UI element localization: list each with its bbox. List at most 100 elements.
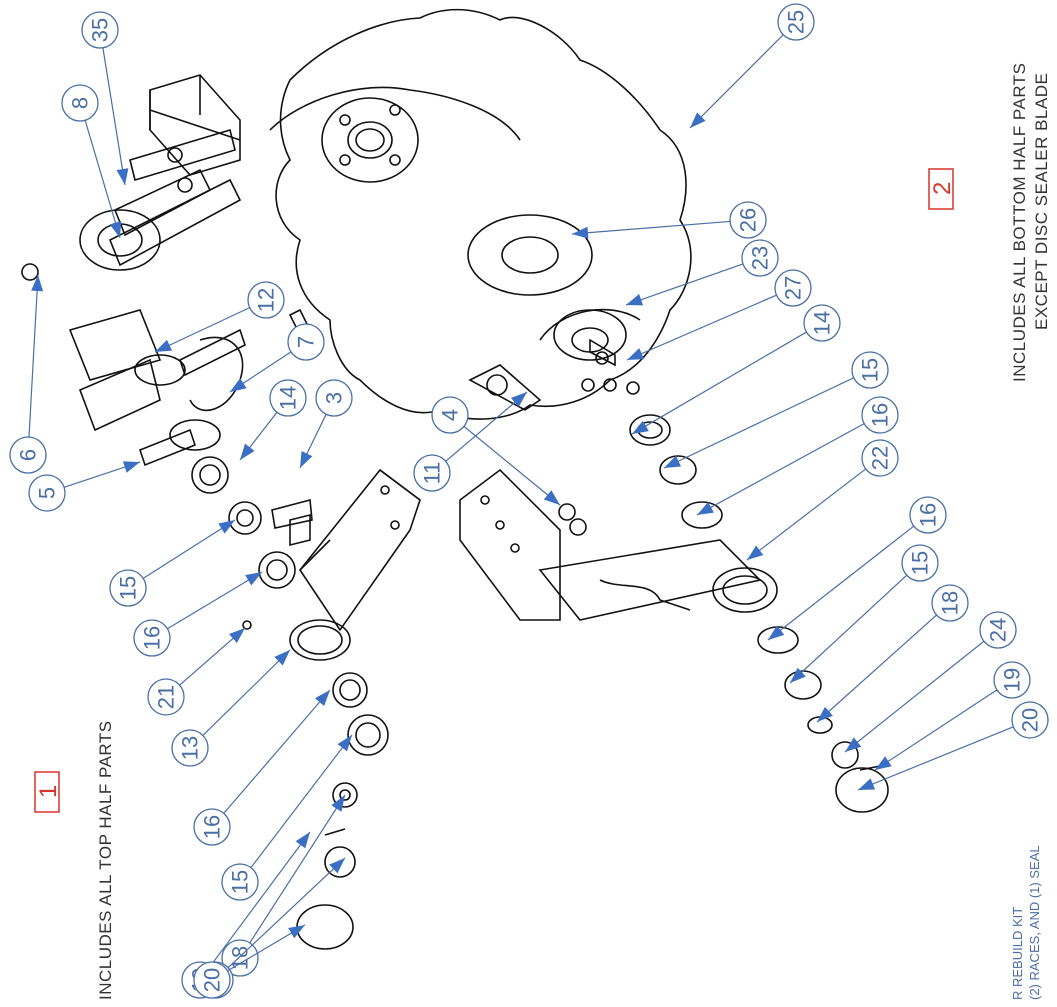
callout-number: 16 bbox=[916, 503, 941, 527]
callout-arrowhead bbox=[664, 455, 682, 468]
callout-arrowhead bbox=[288, 925, 305, 939]
callout-number: 15 bbox=[116, 576, 141, 600]
rebuild-kit-line2: (2) RACES, AND (1) SEAL bbox=[1027, 845, 1042, 1000]
callout-number: 15 bbox=[228, 870, 253, 894]
top-arm-assembly bbox=[21, 74, 246, 494]
callout-number: 20 bbox=[200, 968, 225, 992]
callout-balloon bbox=[413, 454, 451, 492]
callout-arrowhead bbox=[109, 220, 122, 238]
callout-arrowhead bbox=[329, 858, 345, 874]
callout-balloon bbox=[979, 611, 1017, 649]
callout-26: 26 bbox=[571, 201, 767, 239]
callout-number: 15 bbox=[908, 551, 933, 575]
callout-arrowhead bbox=[218, 520, 235, 534]
callout-16: 16 bbox=[767, 496, 947, 641]
callout-number: 25 bbox=[784, 10, 809, 34]
callout-balloon bbox=[861, 396, 899, 434]
callout-balloon bbox=[193, 961, 231, 999]
callout-number: 16 bbox=[868, 403, 893, 427]
callout-balloon bbox=[221, 863, 259, 901]
callout-leader-line bbox=[227, 857, 346, 969]
callout-leader-line bbox=[626, 294, 777, 361]
callout-balloon bbox=[1011, 701, 1049, 739]
callout-balloon bbox=[729, 201, 767, 239]
callout-leader-line bbox=[631, 331, 807, 435]
callout-leader-line bbox=[28, 274, 39, 438]
callout-arrowhead bbox=[572, 226, 589, 239]
callout-6: 6 bbox=[9, 274, 47, 474]
callout-balloon bbox=[61, 84, 99, 122]
callout-number: 14 bbox=[276, 386, 301, 410]
callout-arrowhead bbox=[875, 756, 892, 770]
callout-arrowhead bbox=[690, 112, 706, 128]
callout-arrowhead bbox=[315, 690, 330, 707]
callout-arrowhead bbox=[697, 502, 714, 515]
callout-balloon bbox=[133, 619, 171, 657]
callout-arrowhead bbox=[245, 572, 262, 586]
callout-12: 12 bbox=[154, 281, 285, 353]
callout-11: 11 bbox=[413, 391, 528, 492]
callout-number: 18 bbox=[938, 591, 963, 615]
callout-balloon bbox=[147, 678, 185, 716]
callout-number: 3 bbox=[322, 392, 347, 404]
callout-arrowhead bbox=[845, 737, 862, 752]
callout-number: 14 bbox=[810, 311, 835, 335]
callout-arrowhead bbox=[331, 795, 345, 812]
callout-3: 3 bbox=[299, 379, 353, 469]
callout-leader-line bbox=[102, 47, 126, 186]
callout-balloon bbox=[741, 239, 779, 277]
callout-20: 20 bbox=[857, 701, 1049, 791]
callout-balloon bbox=[9, 436, 47, 474]
callout-leader-line bbox=[625, 263, 744, 306]
lower-arm-22 bbox=[459, 351, 889, 813]
kit-2-description-line2: EXCEPT DISC SEALER BLADE bbox=[1032, 72, 1051, 330]
callout-number: 13 bbox=[178, 736, 203, 760]
callout-number: 15 bbox=[858, 358, 883, 382]
callout-22: 22 bbox=[746, 439, 899, 561]
callout-arrowhead bbox=[632, 420, 649, 434]
callout-leader-line bbox=[445, 391, 528, 462]
callout-number: 7 bbox=[294, 336, 319, 348]
callout-35: 35 bbox=[81, 11, 129, 186]
callout-arrowhead bbox=[790, 667, 806, 683]
callout-number: 27 bbox=[781, 276, 806, 300]
kit-2-description-line1: INCLUDES ALL BOTTOM HALF PARTS bbox=[1010, 62, 1029, 382]
callout-leader-line bbox=[696, 423, 865, 516]
callout-19: 19 bbox=[874, 661, 1031, 771]
callout-18: 18 bbox=[221, 794, 346, 977]
callout-balloon bbox=[431, 396, 469, 434]
callout-number: 24 bbox=[986, 618, 1011, 642]
callout-arrowhead bbox=[240, 443, 255, 460]
callout-number: 26 bbox=[736, 208, 761, 232]
callout-number: 22 bbox=[868, 446, 893, 470]
callout-25: 25 bbox=[689, 3, 815, 129]
callout-leader-line bbox=[202, 649, 291, 736]
callout-7: 7 bbox=[229, 323, 325, 393]
callout-arrowhead bbox=[230, 378, 247, 392]
callout-balloon bbox=[993, 661, 1031, 699]
callout-arrowhead bbox=[510, 392, 527, 407]
callout-arrowhead bbox=[122, 461, 140, 473]
callout-leader-line bbox=[249, 794, 346, 944]
callout-arrowhead bbox=[627, 348, 645, 360]
callout-arrowhead bbox=[229, 628, 245, 644]
callout-balloon bbox=[931, 584, 969, 622]
callout-leader-line bbox=[789, 574, 908, 684]
callout-15: 15 bbox=[221, 734, 353, 901]
callout-leader-line bbox=[84, 120, 121, 239]
callout-number: 16 bbox=[200, 815, 225, 839]
callout-arrowhead bbox=[543, 490, 560, 505]
callout-group: 3586127514315162113161518191720252623274… bbox=[9, 3, 1049, 999]
callout-20: 20 bbox=[193, 924, 306, 999]
callout-16: 16 bbox=[133, 571, 263, 657]
callout-leader-line bbox=[746, 468, 867, 561]
callout-14: 14 bbox=[239, 379, 307, 461]
callout-balloon bbox=[851, 351, 889, 389]
callout-balloon bbox=[109, 569, 147, 607]
callout-leader-line bbox=[167, 571, 263, 630]
callout-leader-line bbox=[767, 525, 915, 641]
callout-arrowhead bbox=[295, 832, 310, 849]
callout-number: 23 bbox=[748, 246, 773, 270]
callout-8: 8 bbox=[61, 84, 122, 239]
